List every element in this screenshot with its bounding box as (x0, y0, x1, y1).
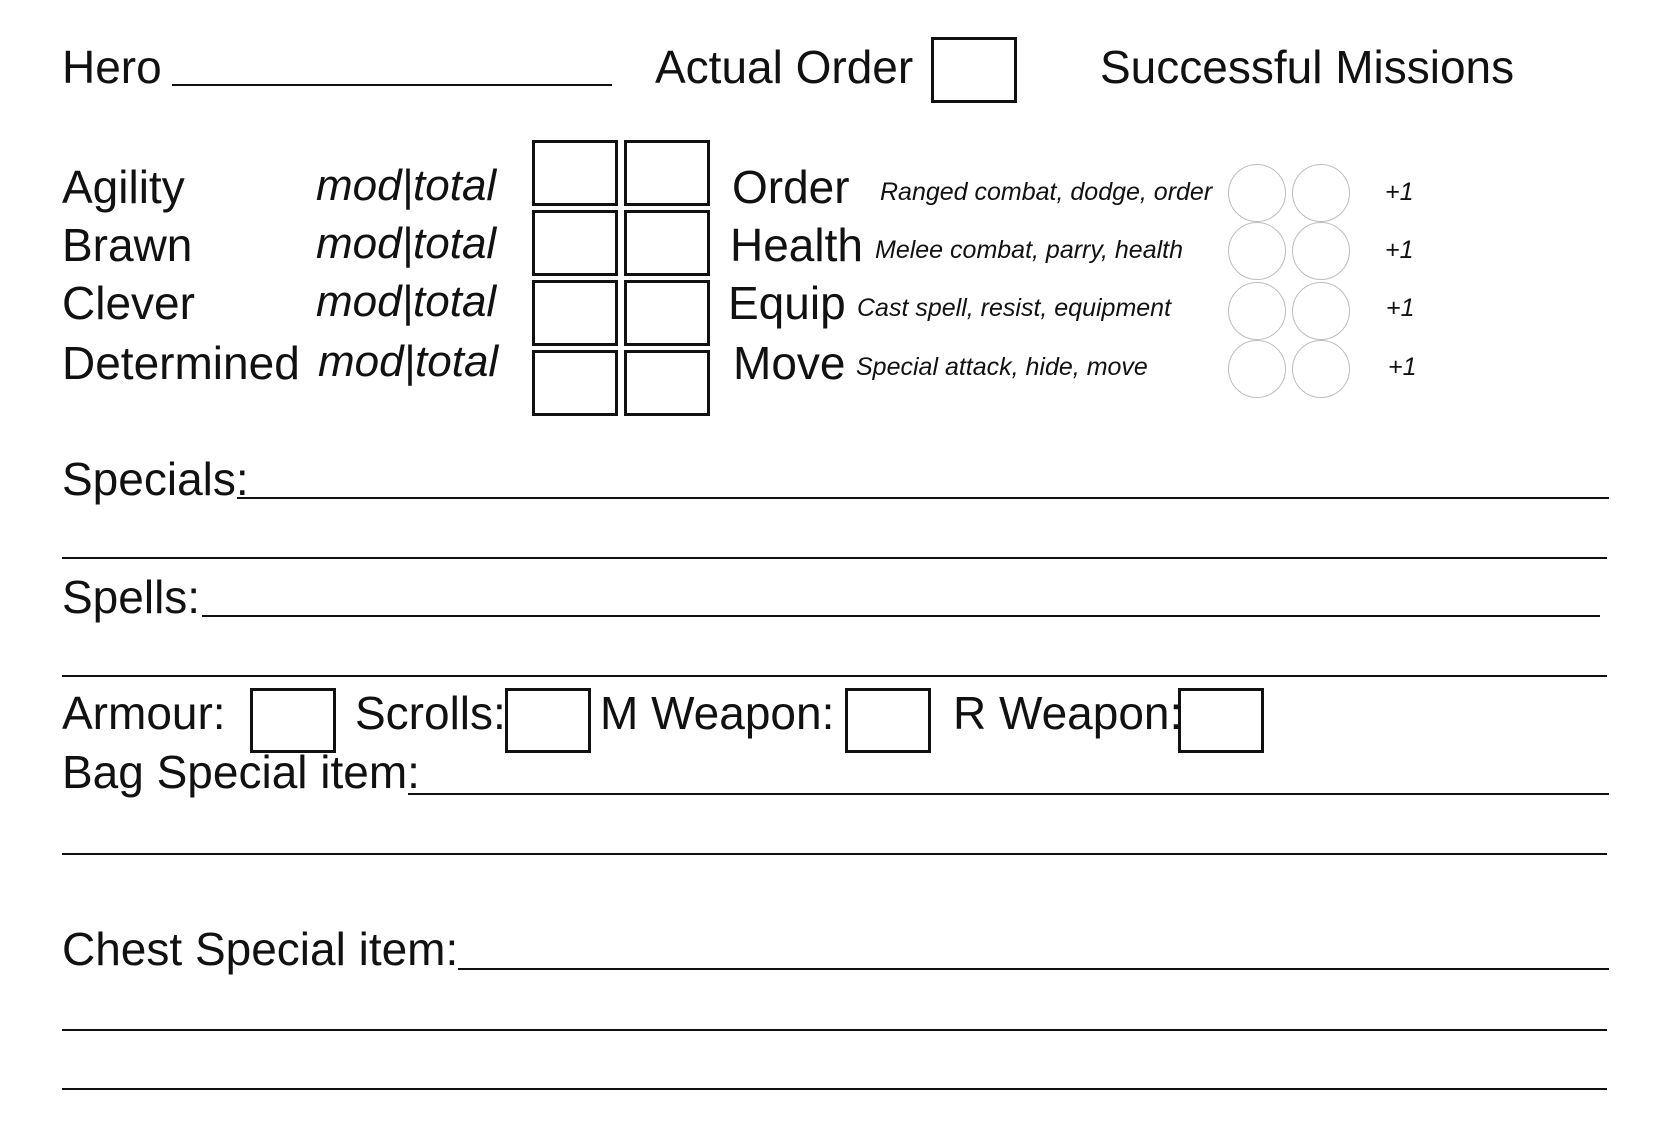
attribute-name-determined: Determined (62, 337, 300, 389)
order-circle-2[interactable] (1292, 164, 1350, 222)
stat-hint-move: Special attack, hide, move (856, 353, 1148, 381)
mod-label: mod (316, 161, 402, 210)
stat-bonus-health: +1 (1385, 236, 1414, 264)
attribute-name-agility: Agility (62, 161, 185, 213)
agility-total-box[interactable] (624, 140, 710, 206)
armour-box[interactable] (250, 688, 336, 753)
order-circle-1[interactable] (1228, 164, 1286, 222)
spells-line-1[interactable] (202, 615, 1600, 617)
bag-special-line-2[interactable] (62, 853, 1607, 855)
scrolls-box[interactable] (505, 688, 591, 753)
specials-line-2[interactable] (62, 557, 1607, 559)
move-circle-2[interactable] (1292, 340, 1350, 398)
chest-special-line-1[interactable] (458, 968, 1609, 970)
total-label: total (413, 219, 497, 268)
specials-line-1[interactable] (237, 497, 1609, 499)
m-weapon-label: M Weapon: (600, 687, 835, 739)
spells-line-2[interactable] (62, 675, 1607, 677)
spells-label: Spells: (62, 571, 201, 623)
stat-bonus-move: +1 (1388, 353, 1417, 381)
stat-bonus-order: +1 (1385, 178, 1414, 206)
mod-label: mod (318, 337, 404, 386)
bag-special-label: Bag Special item: (62, 746, 420, 798)
m-weapon-box[interactable] (845, 688, 931, 753)
brawn-total-box[interactable] (624, 210, 710, 276)
stat-hint-health: Melee combat, parry, health (875, 236, 1184, 264)
attribute-name-clever: Clever (62, 277, 195, 329)
brawn-mod-box[interactable] (532, 210, 618, 276)
armour-label: Armour: (62, 687, 226, 739)
determined-mod-box[interactable] (532, 350, 618, 416)
total-label: total (413, 277, 497, 326)
bag-special-line-1[interactable] (408, 793, 1609, 795)
specials-label: Specials: (62, 453, 249, 505)
scrolls-label: Scrolls: (355, 687, 506, 739)
health-circle-2[interactable] (1292, 222, 1350, 280)
determined-total-box[interactable] (624, 350, 710, 416)
actual-order-label: Actual Order (655, 41, 914, 93)
stat-hint-equip: Cast spell, resist, equipment (857, 294, 1172, 322)
health-circle-1[interactable] (1228, 222, 1286, 280)
r-weapon-label: R Weapon: (953, 687, 1183, 739)
hero-label: Hero (62, 41, 162, 93)
total-label: total (413, 161, 497, 210)
agility-mod-box[interactable] (532, 140, 618, 206)
stat-name-move: Move (733, 337, 846, 389)
chest-special-line-2[interactable] (62, 1029, 1607, 1031)
chest-special-label: Chest Special item: (62, 923, 459, 975)
equip-circle-1[interactable] (1228, 282, 1286, 340)
actual-order-box[interactable] (931, 37, 1017, 103)
stat-bonus-equip: +1 (1386, 294, 1415, 322)
mod-label: mod (316, 277, 402, 326)
mod-label: mod (316, 219, 402, 268)
stat-name-equip: Equip (728, 277, 846, 329)
r-weapon-box[interactable] (1178, 688, 1264, 753)
stat-name-health: Health (730, 219, 863, 271)
clever-mod-box[interactable] (532, 280, 618, 346)
stat-hint-order: Ranged combat, dodge, order (880, 178, 1213, 206)
chest-special-line-3[interactable] (62, 1088, 1607, 1090)
move-circle-1[interactable] (1228, 340, 1286, 398)
hero-name-line[interactable] (172, 84, 612, 86)
attribute-modtotal-brawn: mod|total (316, 219, 497, 268)
total-label: total (415, 337, 499, 386)
attribute-name-brawn: Brawn (62, 219, 193, 271)
equip-circle-2[interactable] (1292, 282, 1350, 340)
clever-total-box[interactable] (624, 280, 710, 346)
attribute-modtotal-agility: mod|total (316, 161, 497, 210)
stat-name-order: Order (732, 161, 850, 213)
successful-missions-label: Successful Missions (1100, 41, 1515, 93)
attribute-modtotal-clever: mod|total (316, 277, 497, 326)
attribute-modtotal-determined: mod|total (318, 337, 499, 386)
